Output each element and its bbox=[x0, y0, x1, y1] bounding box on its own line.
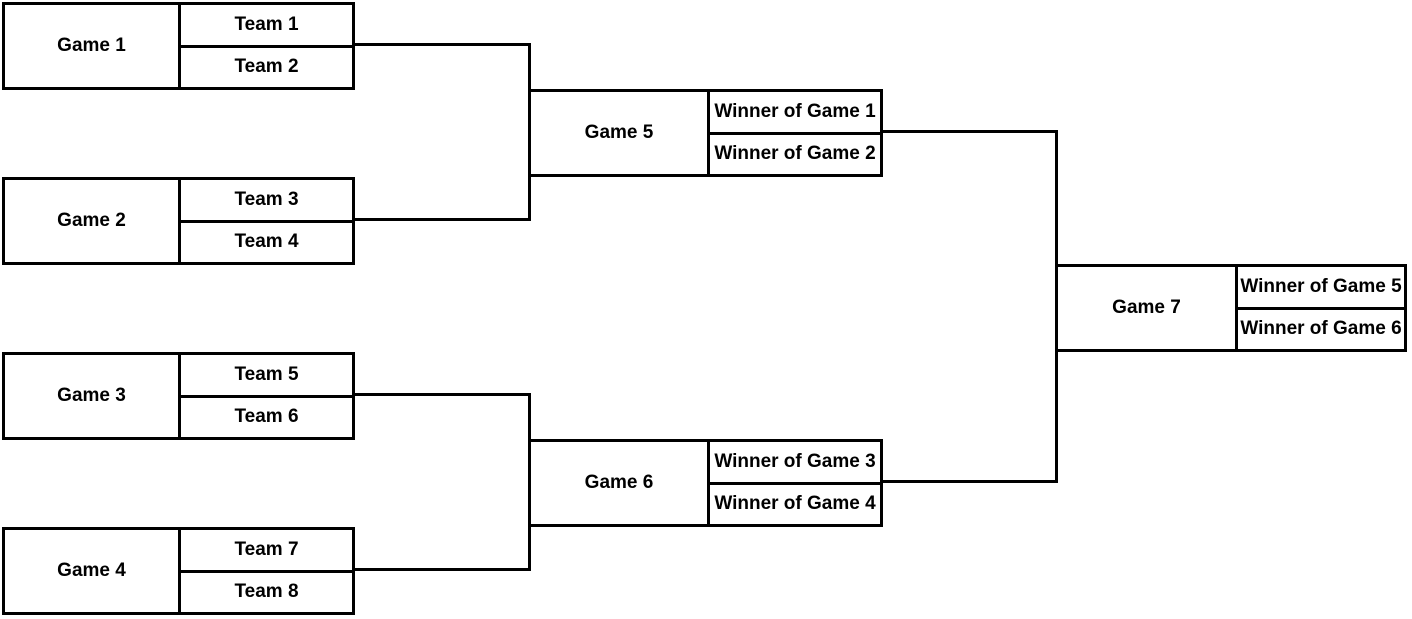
bracket-connector bbox=[528, 43, 531, 221]
team-slot: Team 5 bbox=[181, 355, 352, 398]
game-box-2: Game 2 Team 3 Team 4 bbox=[2, 177, 355, 265]
game-box-7: Game 7 Winner of Game 5 Winner of Game 6 bbox=[1055, 264, 1407, 352]
bracket-connector bbox=[355, 218, 531, 221]
game-box-5: Game 5 Winner of Game 1 Winner of Game 2 bbox=[528, 89, 883, 177]
team-slot: Team 7 bbox=[181, 530, 352, 573]
team-slot: Team 2 bbox=[234, 56, 299, 78]
team-slot: Team 8 bbox=[234, 581, 299, 603]
game-title: Game 7 bbox=[1058, 267, 1238, 349]
game-title: Game 4 bbox=[5, 530, 181, 612]
team-slot: Winner of Game 5 bbox=[1238, 267, 1404, 310]
team-slot: Winner of Game 4 bbox=[714, 493, 876, 515]
team-slots: Team 3 Team 4 bbox=[181, 180, 352, 262]
team-slots: Team 7 Team 8 bbox=[181, 530, 352, 612]
team-slot: Winner of Game 3 bbox=[710, 442, 880, 485]
team-slot: Team 3 bbox=[181, 180, 352, 223]
team-slot: Winner of Game 1 bbox=[710, 92, 880, 135]
game-title: Game 6 bbox=[531, 442, 710, 524]
team-slots: Winner of Game 5 Winner of Game 6 bbox=[1238, 267, 1404, 349]
team-slots: Team 5 Team 6 bbox=[181, 355, 352, 437]
game-box-3: Game 3 Team 5 Team 6 bbox=[2, 352, 355, 440]
team-slots: Winner of Game 1 Winner of Game 2 bbox=[710, 92, 880, 174]
game-box-1: Game 1 Team 1 Team 2 bbox=[2, 2, 355, 90]
bracket-connector bbox=[883, 130, 1058, 133]
bracket-connector bbox=[355, 568, 531, 571]
game-title: Game 1 bbox=[5, 5, 181, 87]
team-slot: Team 4 bbox=[234, 231, 299, 253]
team-slots: Winner of Game 3 Winner of Game 4 bbox=[710, 442, 880, 524]
bracket-connector bbox=[355, 393, 531, 396]
game-box-6: Game 6 Winner of Game 3 Winner of Game 4 bbox=[528, 439, 883, 527]
team-slot: Winner of Game 2 bbox=[714, 143, 876, 165]
game-title: Game 2 bbox=[5, 180, 181, 262]
bracket-connector bbox=[1055, 130, 1058, 483]
game-title: Game 3 bbox=[5, 355, 181, 437]
game-title: Game 5 bbox=[531, 92, 710, 174]
team-slots: Team 1 Team 2 bbox=[181, 5, 352, 87]
team-slot: Team 6 bbox=[234, 406, 299, 428]
game-box-4: Game 4 Team 7 Team 8 bbox=[2, 527, 355, 615]
bracket-connector bbox=[528, 393, 531, 571]
team-slot: Winner of Game 6 bbox=[1240, 318, 1402, 340]
team-slot: Team 1 bbox=[181, 5, 352, 48]
bracket-connector bbox=[883, 480, 1058, 483]
bracket-connector bbox=[355, 43, 531, 46]
